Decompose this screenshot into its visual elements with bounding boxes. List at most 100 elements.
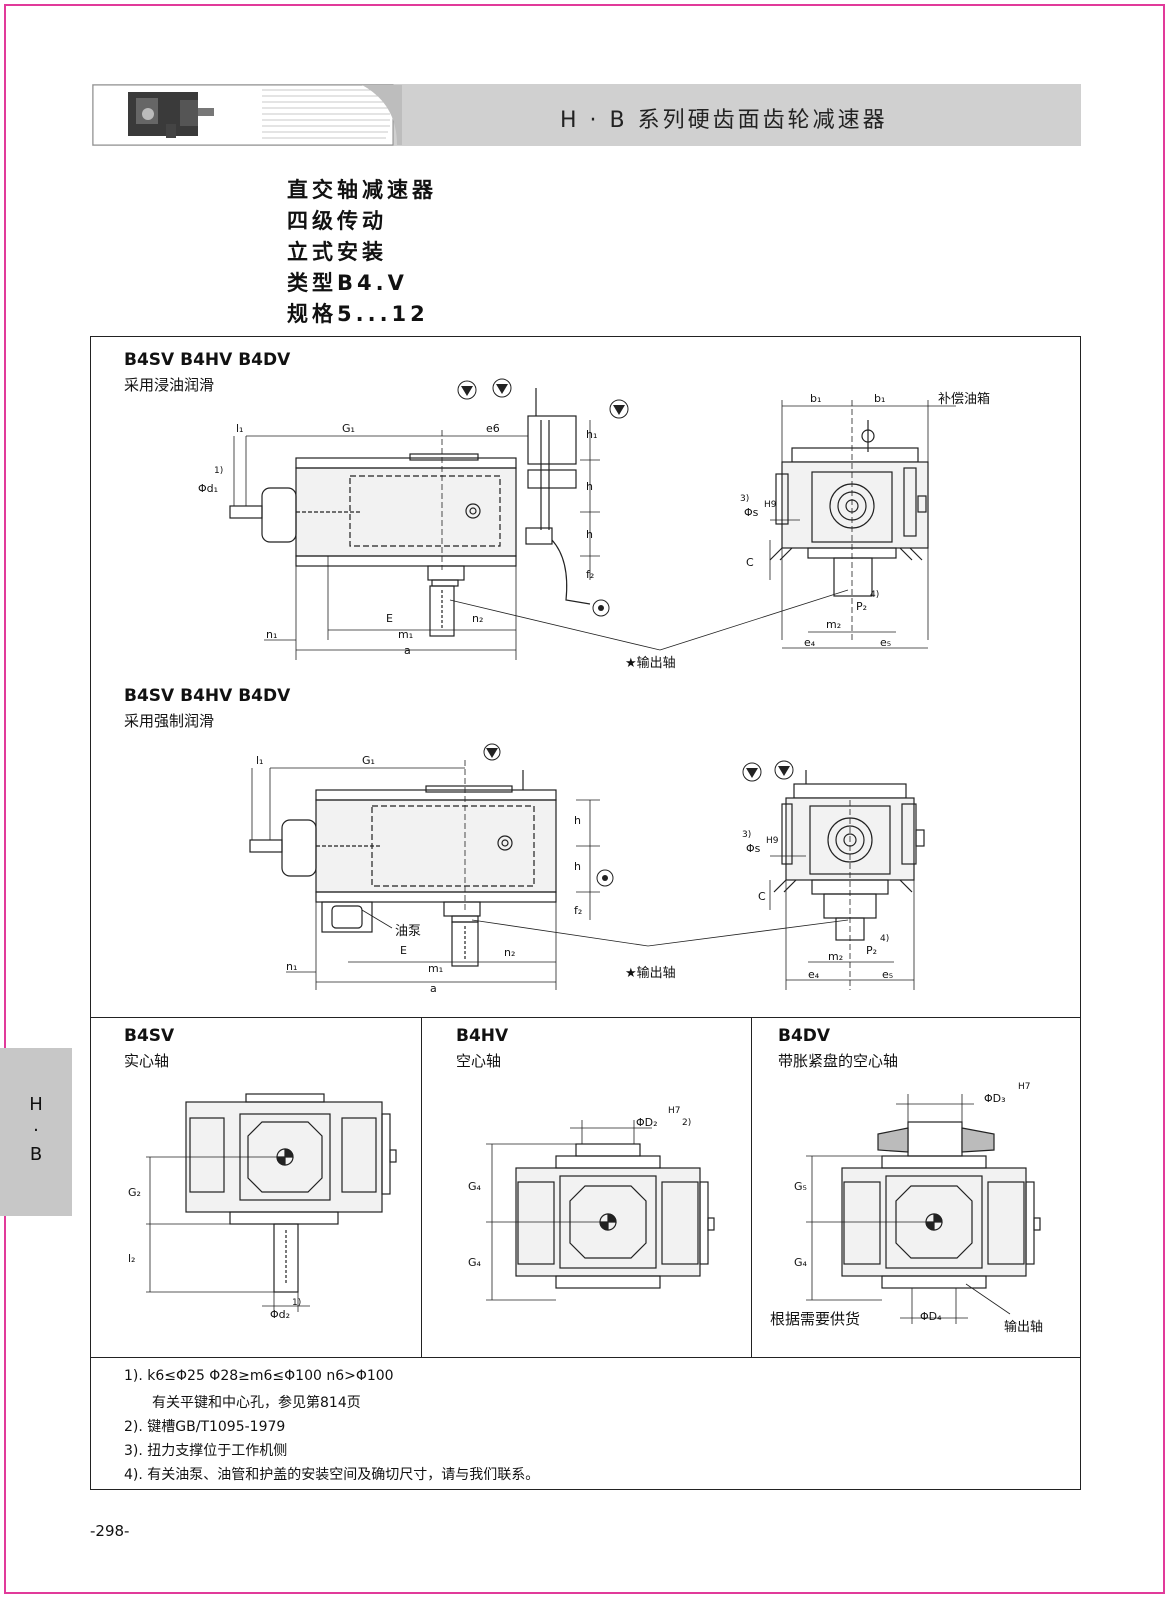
dim-e5: e₅ [880, 636, 892, 649]
output-shaft-label-dip: ★输出轴 [625, 656, 676, 671]
dim-e4-forced: e₄ [808, 968, 820, 981]
dim-l1-forced: l₁ [256, 754, 264, 767]
dim-phi-D3: ΦD₃ [984, 1092, 1006, 1105]
pump-label: 油泵 [395, 924, 422, 939]
dimension-lines-front-top [769, 400, 956, 649]
dimension-lines-front-bottom [769, 800, 915, 990]
dim-phi-D2: ΦD₂ [636, 1116, 658, 1129]
b4dv-drawing [841, 1121, 1041, 1289]
dim-b1-left: b₁ [810, 392, 822, 405]
dim-h-lower: h [586, 528, 593, 541]
dim-h-upper: h [586, 480, 593, 493]
dim-sup4: 4) [870, 590, 880, 600]
dim-e4: e₄ [804, 636, 816, 649]
page-number: -298- [90, 1522, 130, 1540]
b4hv-drawing [515, 1143, 715, 1289]
heading-line: 直交轴减速器 [287, 178, 437, 202]
dim-G2: G₂ [128, 1186, 141, 1199]
dim-sup4-forced: 4) [880, 934, 890, 944]
dim-h-forced-lower: h [574, 860, 581, 873]
output-shaft-label-forced: ★输出轴 [625, 966, 676, 981]
dim-e6: e6 [486, 422, 500, 435]
side-tab: H · B [0, 1048, 72, 1216]
gearbox-side-view-forced [249, 770, 557, 967]
heading-block: 直交轴减速器 四级传动 立式安装 类型B4.V 规格5...12 [287, 175, 437, 330]
dim-phi-s: Φs [744, 506, 759, 519]
b4hv-dimension-lines [486, 1120, 652, 1301]
b4dv-dimension-lines [806, 1094, 1011, 1324]
dim-G5: G₅ [794, 1180, 807, 1193]
lubrication-dip-label: 采用浸油润滑 [124, 376, 215, 394]
dim-G1-forced: G₁ [362, 754, 375, 767]
dim-sup-b4sv: 1) [292, 1298, 302, 1308]
dim-a: a [404, 644, 411, 657]
dim-sup3-forced: 3) [742, 830, 752, 840]
page-border [4, 4, 1165, 1594]
dim-G1: G₁ [342, 422, 355, 435]
tank-label: 补偿油箱 [938, 392, 991, 407]
dim-C: C [746, 556, 754, 569]
note-3: 3). 扭力支撑位于工作机侧 [124, 1443, 288, 1459]
heading-line: 立式安装 [287, 240, 387, 264]
dim-a-forced: a [430, 982, 437, 995]
header-title: H · B 系列硬齿面齿轮减速器 [560, 108, 888, 133]
dim-P2: P₂ [856, 600, 868, 613]
dim-H9-forced: H9 [766, 836, 779, 846]
dim-H9: H9 [764, 500, 777, 510]
dim-G4-upper: G₄ [468, 1180, 481, 1193]
panel-title-b4sv: B4SV [124, 1026, 175, 1046]
dim-H7-b4hv: H7 [668, 1106, 681, 1116]
dimension-lines-bottom [251, 760, 600, 990]
panel-title-b4dv: B4DV [778, 1026, 831, 1046]
panel-title-b4hv: B4HV [456, 1026, 509, 1046]
note-1b: 有关平键和中心孔，参见第814页 [152, 1395, 361, 1411]
panel-sub-b4sv: 实心轴 [124, 1052, 170, 1070]
dim-C-forced: C [758, 890, 766, 903]
dim-e5-forced: e₅ [882, 968, 894, 981]
dim-phi-d1: Φd₁ [198, 482, 219, 495]
note-1: 1). k6≤Φ25 Φ28≥m6≤Φ100 n6>Φ100 [124, 1368, 394, 1384]
dim-m1-forced: m₁ [428, 962, 444, 975]
notes-frame [90, 1357, 1081, 1490]
oil-symbol-icons [457, 378, 794, 887]
gearbox-front-view-dip [769, 420, 929, 597]
dim-P2-forced: P₂ [866, 944, 878, 957]
dim-sup3: 3) [740, 494, 750, 504]
note-4: 4). 有关油泵、油管和护盖的安装空间及确切尺寸，请与我们联系。 [124, 1467, 540, 1483]
b4dv-output-label: 输出轴 [1004, 1320, 1044, 1335]
dim-h-forced-upper: h [574, 814, 581, 827]
gearbox-side-view-dip [229, 388, 591, 637]
dim-G4-b4dv: G₄ [794, 1256, 807, 1269]
b4sv-drawing [185, 1093, 397, 1293]
side-tab-letter: H [29, 1094, 43, 1115]
gearbox-front-view-forced [773, 770, 925, 941]
dim-f2: f₂ [586, 568, 595, 581]
heading-line: 规格5...12 [287, 302, 429, 326]
side-tab-letter: B [29, 1144, 43, 1165]
dim-n2-forced: n₂ [504, 946, 516, 959]
dim-phi-d2: Φd₂ [270, 1308, 291, 1321]
dim-H7-b4dv: H7 [1018, 1082, 1031, 1092]
dim-n2: n₂ [472, 612, 484, 625]
dim-n1: n₁ [266, 628, 278, 641]
note-2: 2). 键槽GB/T1095-1979 [124, 1419, 286, 1435]
dim-phi-D4: ΦD₄ [920, 1310, 942, 1323]
dim-f2-forced: f₂ [574, 904, 583, 917]
dim-m1: m₁ [398, 628, 414, 641]
panel-sub-b4hv: 空心轴 [456, 1052, 502, 1070]
dim-G4-lower: G₄ [468, 1256, 481, 1269]
heading-line: 四级传动 [287, 209, 387, 233]
dim-sup1: 1) [214, 466, 224, 476]
header-band [92, 84, 1081, 146]
models-label-dip: B4SV B4HV B4DV [124, 350, 291, 370]
dimension-lines-top [233, 420, 600, 660]
supply-on-demand-label: 根据需要供货 [770, 1310, 861, 1328]
dim-phi-s-forced: Φs [746, 842, 761, 855]
side-tab-dot: · [33, 1120, 39, 1141]
gearbox-photo-icon [128, 92, 214, 138]
models-label-forced: B4SV B4HV B4DV [124, 686, 291, 706]
dim-l1: l₁ [236, 422, 244, 435]
dim-m2: m₂ [826, 618, 842, 631]
heading-line: 类型B4.V [287, 271, 408, 295]
